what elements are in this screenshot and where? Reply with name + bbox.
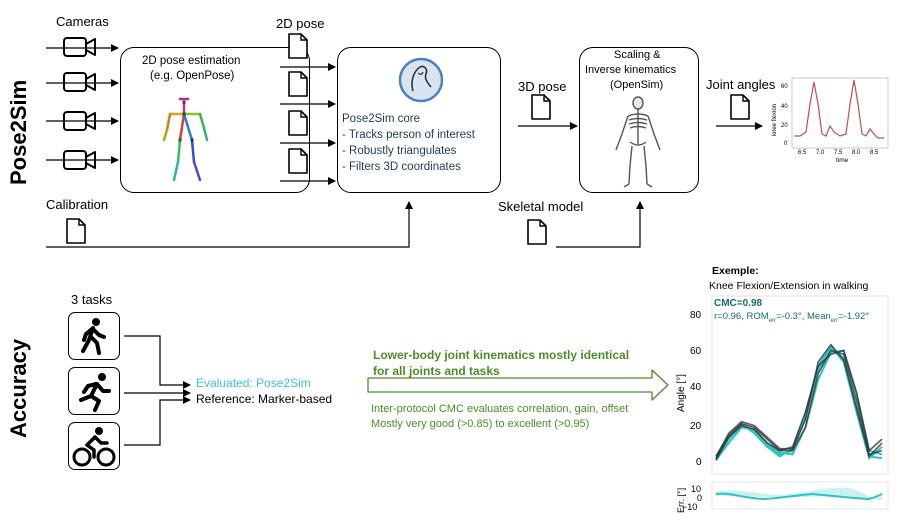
document-icon bbox=[527, 219, 547, 245]
chart-ytick: 20 bbox=[690, 421, 702, 432]
headline-line1: Lower-body joint kinematics mostly ident… bbox=[373, 348, 630, 362]
chart-stats-end: =-1.92° bbox=[838, 311, 870, 322]
chart-ytick: 60 bbox=[690, 346, 702, 357]
chart-stats-sub: err bbox=[768, 317, 776, 324]
chart-stats-mid: =-0.3°, Mean bbox=[776, 311, 831, 322]
cameras-label: Cameras bbox=[56, 14, 109, 29]
task-cycling bbox=[68, 422, 120, 470]
error-band bbox=[716, 487, 882, 501]
section-title-accuracy: Accuracy bbox=[6, 338, 31, 438]
document-icon bbox=[66, 218, 86, 244]
task-running bbox=[68, 367, 120, 415]
walking-icon bbox=[81, 318, 106, 355]
chart-stats-sub: err bbox=[830, 317, 839, 324]
document-icon bbox=[288, 71, 308, 97]
camera-icon bbox=[63, 111, 96, 131]
core-item: - Filters 3D coordinates bbox=[342, 161, 461, 173]
cmc-line1: Inter-protocol CMC evaluates correlation… bbox=[371, 403, 629, 415]
knee-flexion-chart bbox=[711, 295, 889, 510]
pose-estimation-box bbox=[120, 47, 310, 193]
pose-estimation-title: 2D pose estimation bbox=[142, 55, 241, 67]
headline-line2: for all joints and tasks bbox=[373, 364, 500, 378]
mini-chart-ytick: 40 bbox=[781, 104, 788, 110]
document-icon bbox=[288, 110, 308, 136]
document-icon bbox=[730, 94, 750, 120]
reference-series-line bbox=[715, 349, 883, 459]
tasks-label: 3 tasks bbox=[71, 292, 113, 307]
chart-cmc: CMC=0.98 bbox=[714, 298, 763, 309]
mini-chart-xtick: 6.5 bbox=[798, 150, 807, 156]
camera-icon bbox=[63, 72, 96, 92]
chart-ytick: 0 bbox=[696, 457, 702, 468]
chart-err-ytick: −10 bbox=[682, 502, 698, 512]
task-walking bbox=[68, 312, 120, 360]
chart-stats-r: r=0.96, ROM bbox=[714, 311, 769, 322]
document-icon bbox=[531, 94, 551, 120]
mini-chart-ytick: 60 bbox=[781, 84, 788, 90]
mini-chart-xlabel: time bbox=[836, 157, 849, 164]
core-item: - Tracks person of interest bbox=[342, 129, 475, 141]
mini-chart-xtick: 8.5 bbox=[870, 150, 879, 156]
camera-icon bbox=[63, 150, 96, 170]
mini-chart-xtick: 7.5 bbox=[834, 150, 843, 156]
error-line bbox=[715, 492, 883, 501]
pose3d-label: 3D pose bbox=[518, 79, 567, 94]
scaling-line1: Scaling & bbox=[614, 49, 661, 61]
mini-chart-xtick: 8.0 bbox=[852, 150, 861, 156]
chart-ytick: 80 bbox=[690, 310, 702, 321]
core-item: - Robustly triangulates bbox=[342, 145, 457, 157]
mini-chart-ylabel: knee flexion bbox=[772, 103, 778, 136]
chart-ytick: 40 bbox=[690, 382, 702, 393]
mini-chart-ytick: 20 bbox=[781, 123, 788, 129]
calibration-label: Calibration bbox=[46, 197, 109, 212]
scaling-ik-box bbox=[579, 47, 699, 193]
camera-icon bbox=[63, 37, 96, 57]
document-icon bbox=[288, 148, 308, 174]
pose-estimation-subtitle: (e.g. OpenPose) bbox=[150, 70, 235, 82]
pose2d-label: 2D pose bbox=[276, 16, 325, 31]
running-icon bbox=[79, 373, 111, 412]
openpose-skeleton-icon bbox=[162, 97, 209, 182]
cycling-icon bbox=[72, 427, 116, 467]
scaling-line3: (OpenSim) bbox=[610, 79, 664, 91]
mini-chart-xtick: 7.0 bbox=[816, 150, 825, 156]
document-icon bbox=[288, 33, 308, 59]
core-title: Pose2Sim core bbox=[342, 113, 420, 125]
evaluated-label: Evaluated: Pose2Sim bbox=[196, 376, 311, 390]
chart-err-ytick: 0 bbox=[697, 493, 703, 503]
joint-angles-label: Joint angles bbox=[706, 77, 776, 92]
pose2sim-logo-icon bbox=[398, 57, 444, 103]
chart-err-ytick: 10 bbox=[691, 484, 702, 494]
example-subtitle: Knee Flexion/Extension in walking bbox=[709, 280, 869, 292]
reference-label: Reference: Marker-based bbox=[196, 392, 333, 406]
mini-chart-ytick: 0 bbox=[784, 141, 788, 147]
reference-series-line bbox=[715, 343, 883, 458]
reference-series-line bbox=[715, 349, 883, 461]
mini-knee-chart bbox=[791, 77, 889, 149]
cmc-line2: Mostly very good (>0.85) to excellent (>… bbox=[371, 418, 590, 430]
skeleton-icon bbox=[615, 96, 661, 188]
section-title-pose2sim: Pose2Sim bbox=[6, 79, 31, 185]
chart-ylabel: Angle [°] bbox=[676, 374, 687, 412]
skeletal-model-label: Skeletal model bbox=[498, 199, 584, 214]
example-title: Exemple: bbox=[712, 265, 759, 277]
scaling-line2: Inverse kinematics bbox=[585, 64, 677, 76]
chart-stats: r=0.96, ROMerr=-0.3°, Meanerr=-1.92° bbox=[714, 311, 869, 324]
